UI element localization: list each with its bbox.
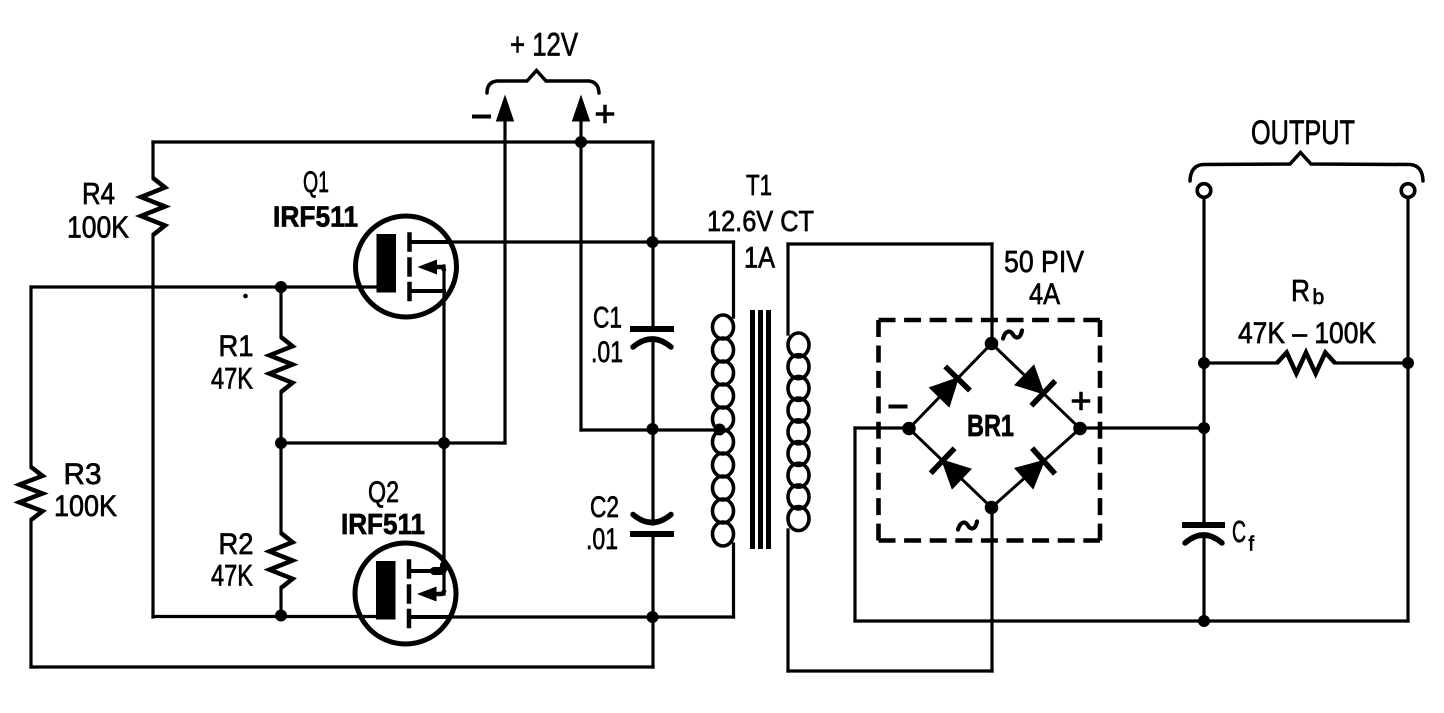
svg-text:47K: 47K bbox=[211, 560, 253, 593]
svg-text:T1: T1 bbox=[746, 170, 772, 202]
svg-text:Q1: Q1 bbox=[303, 166, 329, 199]
svg-text:R1: R1 bbox=[219, 330, 254, 363]
svg-text:IRF511: IRF511 bbox=[341, 509, 425, 541]
svg-text:100K: 100K bbox=[54, 490, 117, 523]
svg-text:R2: R2 bbox=[219, 528, 254, 561]
svg-text:1A: 1A bbox=[744, 242, 775, 275]
svg-text:R: R bbox=[1291, 273, 1310, 308]
svg-text:IRF511: IRF511 bbox=[273, 202, 358, 234]
svg-text:4A: 4A bbox=[1029, 278, 1060, 311]
svg-text:b: b bbox=[1313, 286, 1325, 309]
svg-text:50 PIV: 50 PIV bbox=[1004, 244, 1084, 279]
svg-text:BR1: BR1 bbox=[967, 408, 1014, 443]
svg-text:47K: 47K bbox=[211, 363, 253, 396]
svg-text:R4: R4 bbox=[82, 176, 115, 211]
svg-text:C: C bbox=[1232, 514, 1246, 549]
svg-text:.01: .01 bbox=[591, 336, 623, 369]
svg-text:47K – 100K: 47K – 100K bbox=[1238, 317, 1376, 350]
svg-text:12.6V CT: 12.6V CT bbox=[707, 206, 814, 238]
svg-text:Q2: Q2 bbox=[368, 476, 399, 509]
svg-text:.01: .01 bbox=[586, 523, 618, 556]
svg-text:R3: R3 bbox=[64, 458, 102, 491]
svg-text:C1: C1 bbox=[593, 302, 622, 335]
svg-text:+ 12V: + 12V bbox=[510, 27, 579, 63]
svg-text:100K: 100K bbox=[67, 210, 129, 245]
svg-text:f: f bbox=[1249, 534, 1255, 556]
svg-text:C2: C2 bbox=[590, 491, 619, 524]
svg-text:OUTPUT: OUTPUT bbox=[1251, 114, 1355, 152]
